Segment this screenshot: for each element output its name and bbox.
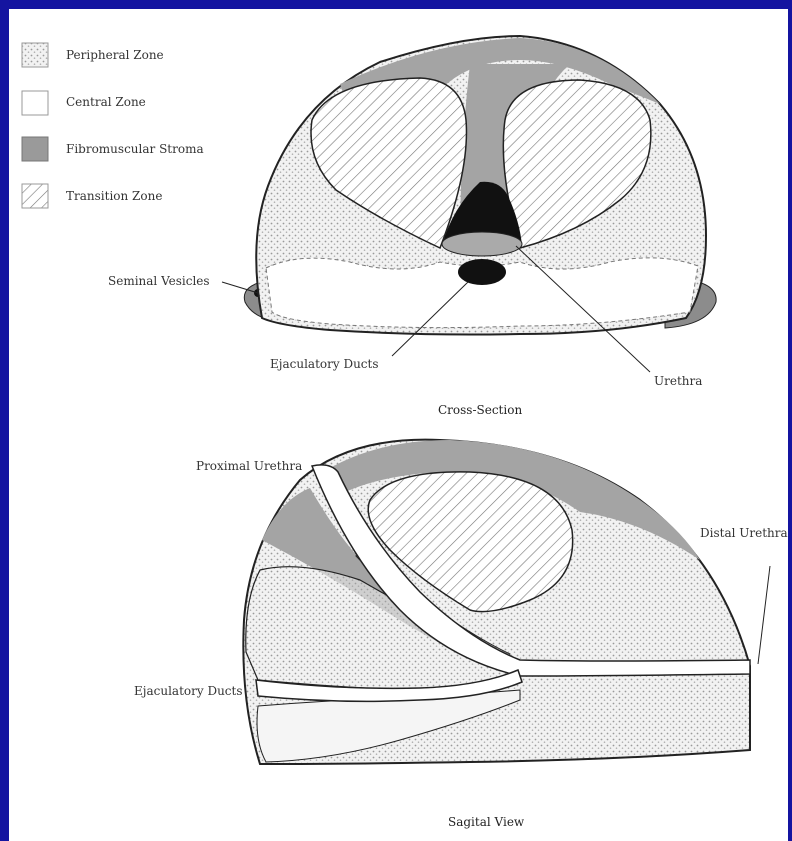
verumontanum [442, 232, 522, 256]
legend-label-peripheral: Peripheral Zone [66, 48, 164, 62]
legend-label-transition: Transition Zone [66, 189, 162, 203]
caption-cross-section: Cross-Section [438, 403, 522, 417]
legend-swatch-peripheral [22, 43, 48, 67]
legend-label-stroma: Fibromuscular Stroma [66, 142, 204, 156]
legend: Peripheral Zone Central Zone Fibromuscul… [22, 43, 204, 208]
cross-section: Seminal Vesicles Ejaculatory Ducts Ureth… [108, 36, 716, 417]
legend-label-central: Central Zone [66, 95, 146, 109]
label-ejaculatory-ducts-cross: Ejaculatory Ducts [270, 357, 379, 371]
label-seminal-vesicles: Seminal Vesicles [108, 274, 210, 288]
legend-swatch-central [22, 91, 48, 115]
prostate-zones-diagram: Peripheral Zone Central Zone Fibromuscul… [9, 9, 788, 841]
label-ejaculatory-ducts-sagittal: Ejaculatory Ducts [134, 684, 243, 698]
caption-sagittal-view: Sagital View [448, 815, 525, 829]
legend-swatch-transition [22, 184, 48, 208]
label-proximal-urethra: Proximal Urethra [196, 459, 302, 473]
label-distal-urethra: Distal Urethra [700, 526, 788, 540]
label-urethra: Urethra [654, 374, 702, 388]
diagram-panel: Peripheral Zone Central Zone Fibromuscul… [9, 9, 788, 841]
pointer-distal-urethra [758, 566, 770, 664]
ejaculatory-duct-ellipse [458, 259, 506, 285]
sagittal-view: Proximal Urethra Distal Urethra Ejaculat… [134, 440, 788, 829]
legend-swatch-stroma [22, 137, 48, 161]
